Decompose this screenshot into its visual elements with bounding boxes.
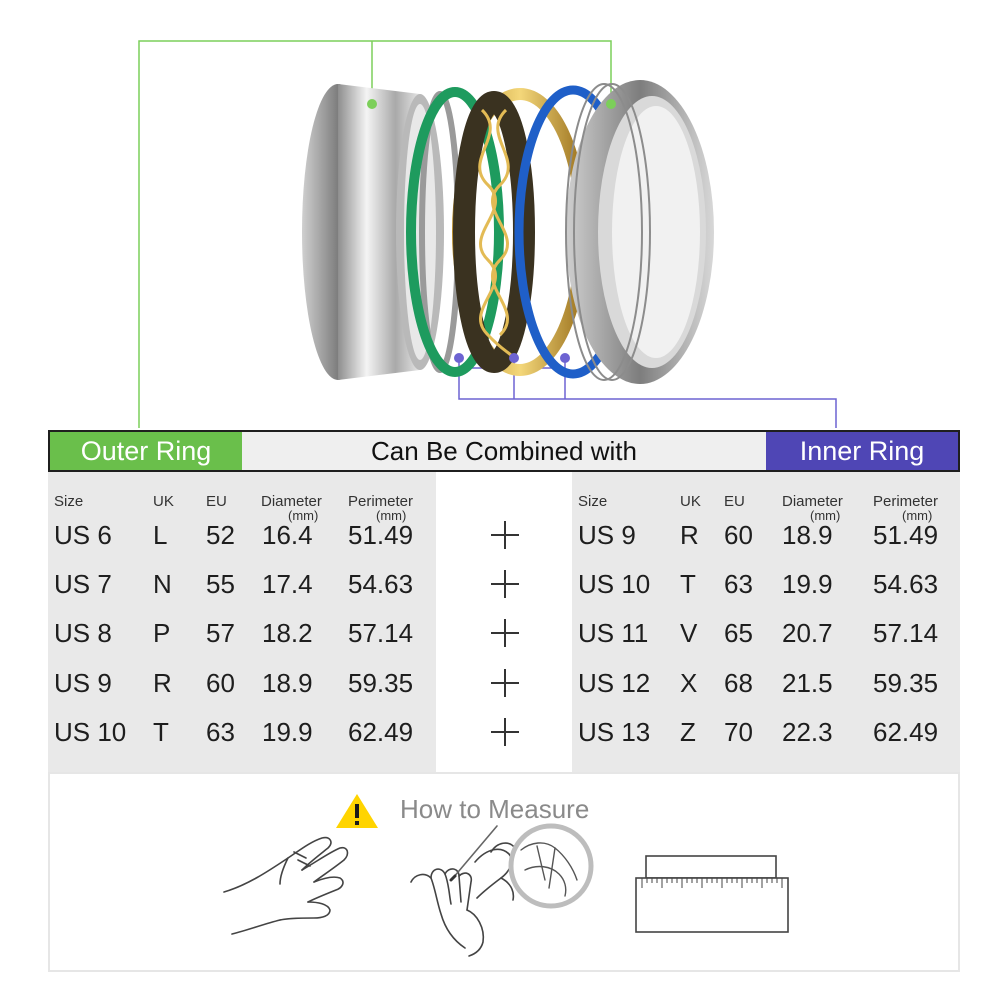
size-cell: US 11 <box>578 618 649 648</box>
how-to-measure-title: How to Measure <box>400 794 590 824</box>
diameter-cell: 21.5 <box>782 668 833 698</box>
diameter-cell: 16.4 <box>262 520 313 550</box>
size-cell: US 12 <box>578 668 651 698</box>
uk-cell: P <box>153 618 171 648</box>
gold-pattern-ring <box>452 88 588 376</box>
measuring-hands-illustration <box>410 823 594 957</box>
size-cell: US 8 <box>54 618 112 648</box>
inner-ring-label: Inner Ring <box>766 432 958 470</box>
outer-ring-label: Outer Ring <box>50 432 242 470</box>
plus-icon <box>491 619 519 647</box>
outer-marker-dot <box>367 99 377 109</box>
eu-cell: 57 <box>206 618 235 648</box>
outer-steel-band <box>302 84 461 380</box>
diameter-cell: 19.9 <box>782 569 833 599</box>
uk-cell: T <box>153 717 169 747</box>
plus-icon <box>491 521 519 549</box>
column-header-eu: EU <box>724 493 745 510</box>
perimeter-cell: 54.63 <box>873 569 939 599</box>
diameter-cell: 19.9 <box>262 717 313 747</box>
uk-cell: L <box>153 520 168 550</box>
column-header-diameter: Diameter <box>782 493 843 510</box>
column-header-perimeter: Perimeter <box>348 493 414 510</box>
outer-size-table: Size UK EU Diameter (mm) Perimeter (mm) … <box>48 472 436 772</box>
ruler-illustration <box>635 855 789 933</box>
eu-cell: 60 <box>724 520 753 550</box>
eu-cell: 65 <box>724 618 753 648</box>
uk-cell: T <box>680 569 696 599</box>
inner-marker-dot <box>509 353 519 363</box>
column-header-perimeter: Perimeter <box>873 493 939 510</box>
inner-marker-dot <box>454 353 464 363</box>
green-ring <box>406 87 504 377</box>
eu-cell: 70 <box>724 717 753 747</box>
diameter-cell: 20.7 <box>782 618 833 648</box>
perimeter-cell: 59.35 <box>873 668 939 698</box>
eu-cell: 68 <box>724 668 753 698</box>
combined-with-label: Can Be Combined with <box>371 436 637 466</box>
inner-marker-dot <box>560 353 570 363</box>
perimeter-unit: (mm) <box>902 508 933 523</box>
warning-icon <box>336 794 378 828</box>
plus-icon <box>491 570 519 598</box>
uk-cell: R <box>153 668 172 698</box>
inner-steel-band <box>565 80 714 384</box>
column-header-size: Size <box>578 493 608 510</box>
eu-cell: 55 <box>206 569 235 599</box>
diameter-cell: 22.3 <box>782 717 833 747</box>
diameter-cell: 18.9 <box>782 520 833 550</box>
outer-marker-dot <box>606 99 616 109</box>
plus-icon <box>491 718 519 746</box>
uk-cell: R <box>680 520 699 550</box>
perimeter-cell: 62.49 <box>348 717 414 747</box>
diameter-cell: 18.2 <box>262 618 313 648</box>
eu-cell: 63 <box>206 717 235 747</box>
perimeter-cell: 54.63 <box>348 569 414 599</box>
diameter-cell: 17.4 <box>262 569 313 599</box>
uk-cell: Z <box>680 717 696 747</box>
size-cell: US 10 <box>54 717 127 747</box>
size-cell: US 6 <box>54 520 112 550</box>
perimeter-cell: 62.49 <box>873 717 939 747</box>
perimeter-cell: 51.49 <box>348 520 414 550</box>
perimeter-cell: 57.14 <box>348 618 414 648</box>
inner-size-table: Size UK EU Diameter (mm) Perimeter (mm) … <box>572 472 960 772</box>
how-to-measure-section <box>48 772 960 972</box>
perimeter-cell: 57.14 <box>873 618 939 648</box>
size-cell: US 13 <box>578 717 651 747</box>
perimeter-cell: 51.49 <box>873 520 939 550</box>
diameter-unit: (mm) <box>810 508 841 523</box>
perimeter-unit: (mm) <box>376 508 407 523</box>
column-header-eu: EU <box>206 493 227 510</box>
perimeter-cell: 59.35 <box>348 668 414 698</box>
column-header-size: Size <box>54 493 84 510</box>
uk-cell: N <box>153 569 172 599</box>
diameter-unit: (mm) <box>288 508 319 523</box>
size-cell: US 7 <box>54 569 112 599</box>
column-header-uk: UK <box>153 493 174 510</box>
size-cell: US 10 <box>578 569 651 599</box>
uk-cell: X <box>680 668 698 698</box>
hand-illustration <box>223 836 349 935</box>
uk-cell: V <box>680 618 698 648</box>
eu-cell: 52 <box>206 520 235 550</box>
size-cell: US 9 <box>54 668 112 698</box>
column-header-uk: UK <box>680 493 701 510</box>
eu-cell: 63 <box>724 569 753 599</box>
plus-icon <box>491 669 519 697</box>
column-header-diameter: Diameter <box>261 493 322 510</box>
eu-cell: 60 <box>206 668 235 698</box>
ring-illustration <box>138 40 837 428</box>
size-cell: US 9 <box>578 520 636 550</box>
diameter-cell: 18.9 <box>262 668 313 698</box>
